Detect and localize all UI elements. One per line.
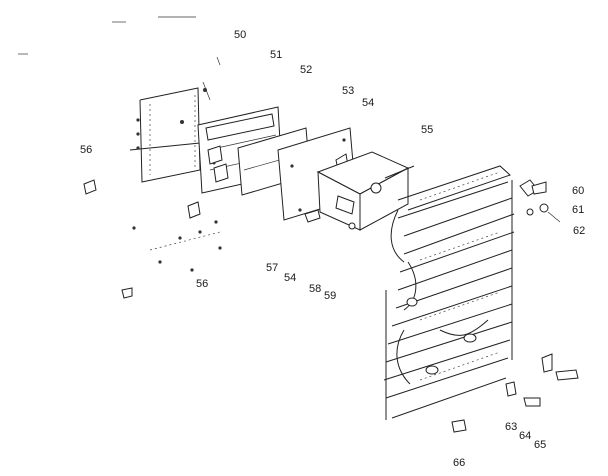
label-62: 62 [573,225,585,237]
label-57: 57 [266,262,278,274]
fasteners-63-65 [505,353,579,407]
label-56: 56 [80,144,92,156]
label-54-lower: 54 [284,272,296,284]
label-53: 53 [342,85,354,97]
drain-cap-66 [451,419,467,433]
housing-55 [304,151,415,231]
label-56-lower: 56 [196,278,208,290]
loose-hardware [83,145,229,299]
label-61: 61 [572,204,584,216]
fittings-60-62 [519,179,561,223]
label-55: 55 [421,124,433,136]
label-58: 58 [309,283,321,295]
label-52: 52 [300,64,312,76]
scan-marks [18,16,221,66]
label-60: 60 [572,185,584,197]
label-50: 50 [234,29,246,41]
mounting-bracket [129,81,241,183]
label-64: 64 [519,430,531,442]
label-63: 63 [505,421,517,433]
label-65: 65 [534,439,546,451]
label-59: 59 [324,290,336,302]
evaporator-coil [383,165,515,420]
part-labels: 50 51 52 53 54 55 56 56 57 54 58 59 60 6… [80,29,585,469]
label-54: 54 [362,97,374,109]
label-51: 51 [270,49,282,61]
label-66: 66 [453,457,465,469]
